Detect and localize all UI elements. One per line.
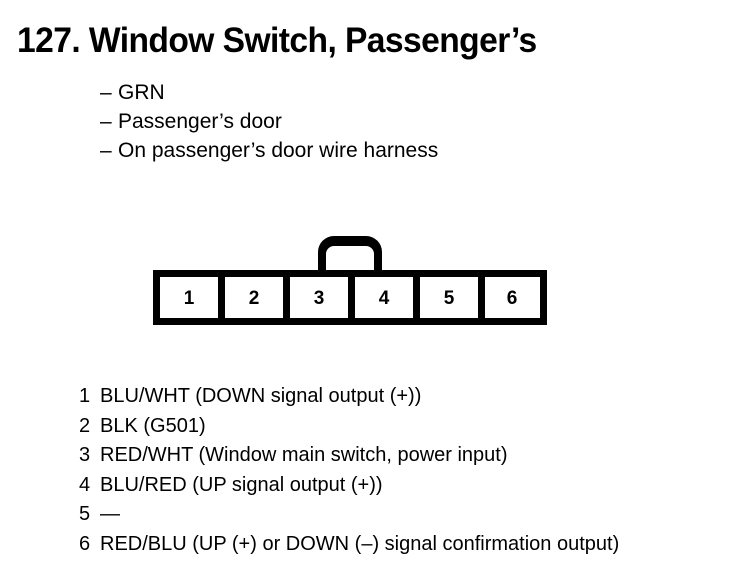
pin-cell-5 (420, 277, 478, 318)
pin-cell-2 (225, 277, 283, 318)
legend-row: 5 — (79, 500, 719, 530)
pin-number-3: 3 (314, 288, 325, 309)
legend-row: 3 RED/WHT (Window main switch, power inp… (79, 441, 719, 471)
notes-list: – GRN – Passenger’s door – On passenger’… (100, 78, 660, 165)
legend-pin-description: BLU/RED (UP signal output (+)) (100, 473, 383, 496)
legend-row: 4 BLU/RED (UP signal output (+)) (79, 471, 719, 501)
pin-number-4: 4 (379, 288, 390, 309)
connector-body (153, 270, 547, 325)
note-item: – On passenger’s door wire harness (100, 136, 660, 165)
legend-pin-number: 1 (79, 385, 91, 407)
pin-cell-1 (160, 277, 218, 318)
legend-pin-number: 2 (79, 414, 91, 437)
legend-pin-number: 6 (79, 532, 91, 555)
legend-pin-description: RED/WHT (Window main switch, power input… (100, 444, 508, 466)
pin-cell-6 (485, 277, 540, 318)
note-text: On passenger’s door wire harness (118, 139, 439, 162)
note-item: – Passenger’s door (100, 107, 660, 136)
pin-number-2: 2 (249, 288, 260, 309)
legend-pin-description: — (100, 503, 120, 525)
dash-bullet-icon: – (100, 81, 112, 104)
legend-pin-number: 4 (79, 473, 91, 496)
pin-number-6: 6 (507, 288, 518, 309)
legend-pin-number: 5 (79, 503, 91, 525)
dash-bullet-icon: – (100, 139, 112, 162)
pin-legend: 1 BLU/WHT (DOWN signal output (+)) 2 BLK… (79, 382, 719, 559)
legend-pin-number: 3 (79, 444, 91, 466)
legend-row: 2 BLK (G501) (79, 412, 719, 442)
pin-cell-3 (290, 277, 348, 318)
pin-number-5: 5 (444, 288, 455, 309)
legend-row: 6 RED/BLU (UP (+) or DOWN (–) signal con… (79, 530, 719, 560)
connector-diagram: 1 2 3 4 5 6 (153, 218, 547, 328)
dash-bullet-icon: – (100, 110, 112, 133)
connector-pin-cells (160, 277, 540, 318)
page-title: 127. Window Switch, Passenger’s (17, 21, 537, 60)
pin-cell-4 (355, 277, 413, 318)
legend-pin-description: RED/BLU (UP (+) or DOWN (–) signal confi… (100, 532, 620, 555)
legend-pin-description: BLU/WHT (DOWN signal output (+)) (100, 385, 422, 407)
note-text: GRN (118, 81, 165, 104)
legend-pin-description: BLK (G501) (100, 414, 206, 437)
legend-row: 1 BLU/WHT (DOWN signal output (+)) (79, 382, 719, 412)
note-item: – GRN (100, 78, 660, 107)
connector-latch-icon (318, 236, 382, 274)
pin-number-1: 1 (184, 288, 195, 309)
note-text: Passenger’s door (118, 110, 282, 133)
